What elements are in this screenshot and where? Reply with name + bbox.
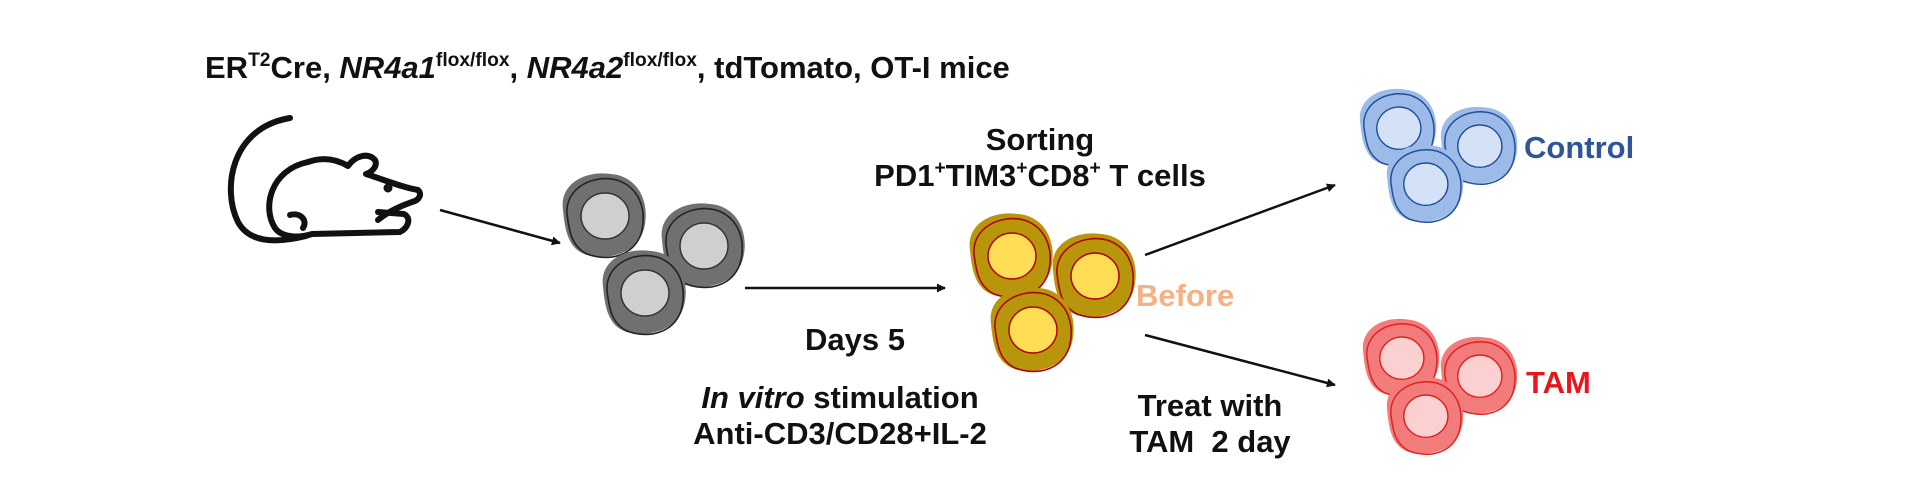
sorting-cd8: CD8	[1027, 157, 1090, 193]
header-gene2-sup: flox/flox	[623, 50, 697, 72]
arrows	[439, 183, 1336, 388]
sorting-label: Sorting PD1+TIM3+CD8+ T cells	[850, 122, 1230, 193]
sorting-plus-2: +	[1016, 157, 1028, 179]
header-rest: , tdTomato, OT-I mice	[696, 50, 1010, 85]
stimulation-line2: Anti-CD3/CD28+IL-2	[693, 415, 987, 451]
cell-cluster-gray	[562, 173, 745, 336]
arrow-to-tam	[1144, 333, 1336, 388]
days-label: Days 5	[805, 322, 905, 357]
arrow-mouse-to-cells	[439, 208, 561, 246]
header-gene2: NR4a2	[526, 50, 624, 85]
header-gene1-sup: flox/flox	[435, 50, 510, 72]
sorting-pd1: PD1	[874, 157, 935, 193]
header-gene1: NR4a1	[339, 50, 436, 85]
header-title: ERT2Cre, NR4a1flox/flox, NR4a2flox/flox,…	[205, 50, 1010, 86]
arrow-to-control	[1144, 183, 1336, 257]
cell-cluster-before	[969, 213, 1136, 373]
sorting-tail: T cells	[1100, 157, 1206, 193]
tam-label: TAM	[1526, 365, 1591, 400]
sorting-line1: Sorting	[985, 122, 1095, 157]
treat-line2: TAM 2 day	[1129, 423, 1291, 459]
before-label: Before	[1136, 278, 1235, 313]
stimulation-label: In vitro stimulation Anti-CD3/CD28+IL-2	[650, 380, 1030, 451]
sorting-tim3: TIM3	[945, 157, 1017, 193]
treat-line1: Treat with	[1137, 388, 1283, 423]
header-er: ER	[205, 50, 249, 85]
sorting-line2: PD1+TIM3+CD8+ T cells	[850, 158, 1230, 194]
stimulation-italic: In vitro	[701, 380, 805, 415]
treat-label: Treat with TAM 2 day	[1090, 388, 1330, 459]
control-label: Control	[1524, 130, 1635, 165]
header-cre: Cre,	[270, 50, 340, 85]
stimulation-line1: In vitro stimulation	[650, 380, 1030, 416]
sorting-plus-3: +	[1089, 157, 1101, 179]
header-sep: ,	[509, 50, 527, 85]
stimulation-rest: stimulation	[804, 380, 979, 415]
header-er-sup: T2	[248, 50, 271, 72]
mouse-icon	[227, 115, 423, 244]
cell-cluster-control	[1359, 88, 1518, 223]
cell-cluster-tam	[1362, 318, 1518, 455]
sorting-plus-1: +	[934, 157, 946, 179]
